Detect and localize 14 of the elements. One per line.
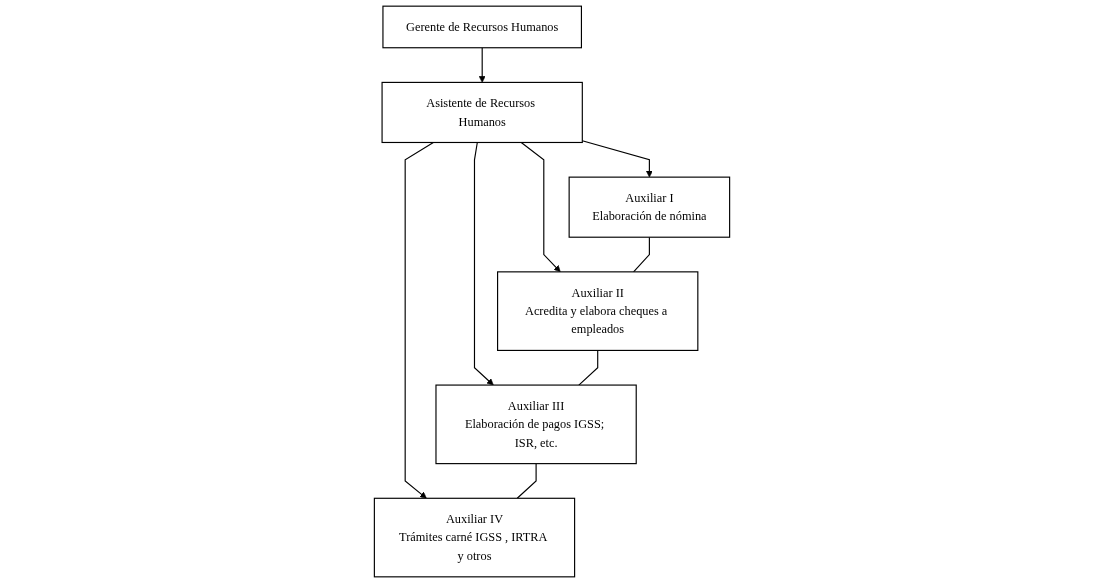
node-box: Auxiliar III Elaboración de pagos IGSS; ISR, etc. <box>435 384 637 465</box>
node-box: Auxiliar I Elaboración de nómina <box>568 176 731 238</box>
arrow <box>404 141 434 499</box>
node-box: Auxiliar II Acredita y elabora cheques a empleados <box>497 271 699 351</box>
node-box: Asistente de Recursos Humanos <box>381 81 583 144</box>
node-box: Gerente de Recursos Humanos <box>382 5 582 49</box>
connector <box>516 463 537 499</box>
arrow <box>478 47 486 83</box>
connector <box>633 236 650 273</box>
arrow <box>473 141 494 386</box>
arrow <box>581 140 653 178</box>
node-box: Auxiliar IV Trámites carné IGSS , IRTRA y otros <box>373 497 576 578</box>
arrow <box>520 141 561 273</box>
connector <box>578 349 599 386</box>
